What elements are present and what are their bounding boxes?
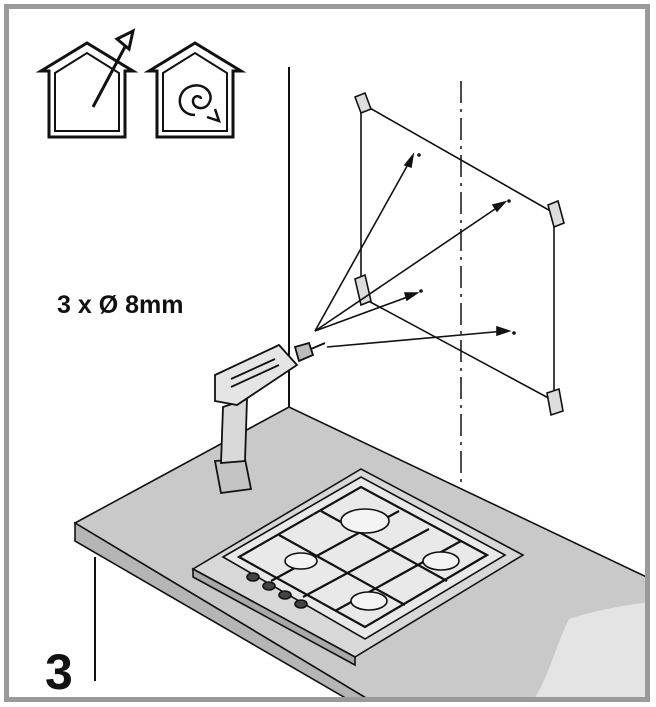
recirculation-house-icon xyxy=(143,41,247,139)
step-number: 3 xyxy=(45,644,73,700)
instruction-panel: 3 x Ø 8mm 3 xyxy=(4,4,650,702)
drill-hole-marks xyxy=(417,153,516,335)
drill-icon xyxy=(213,341,326,495)
drill-spec-label: 3 x Ø 8mm xyxy=(57,291,184,319)
drilling-template xyxy=(353,91,565,417)
installation-illustration xyxy=(35,28,645,697)
hob-control-knobs xyxy=(246,572,308,609)
hob-burners xyxy=(284,508,460,611)
gas-hob xyxy=(191,468,525,667)
ducted-extraction-house-icon xyxy=(35,28,139,139)
drill-arrows xyxy=(314,152,512,348)
